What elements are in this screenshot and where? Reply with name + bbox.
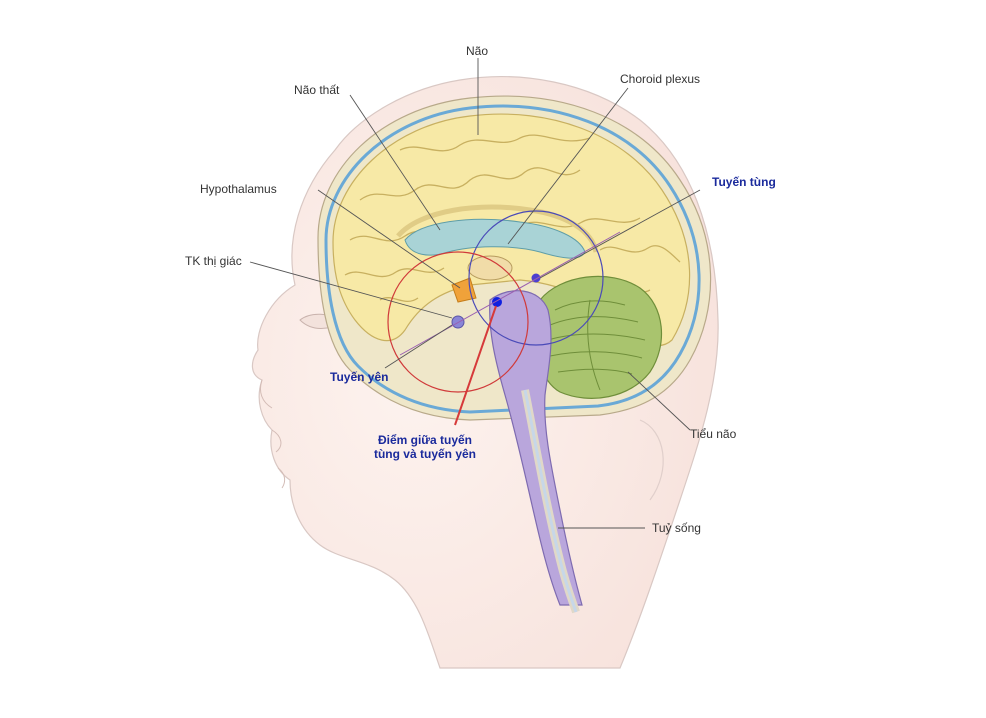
label-tieu-nao: Tiểu não	[690, 427, 736, 441]
label-tuyen-tung: Tuyến tùng	[712, 175, 776, 189]
cerebellum	[536, 276, 662, 398]
label-choroid-plexus: Choroid plexus	[620, 72, 700, 86]
label-tuy-song: Tuỷ sống	[652, 521, 701, 535]
label-hypothalamus: Hypothalamus	[200, 182, 277, 196]
label-diem-giua-line1: Điểm giữa tuyến	[370, 433, 480, 447]
label-nao-that: Não thất	[294, 83, 339, 97]
label-nao: Não	[466, 44, 488, 58]
label-diem-giua-line2: tùng và tuyến yên	[368, 447, 482, 461]
label-tuyen-yen: Tuyến yên	[330, 370, 388, 384]
label-tk-thi-giac: TK thị giác	[185, 254, 242, 268]
